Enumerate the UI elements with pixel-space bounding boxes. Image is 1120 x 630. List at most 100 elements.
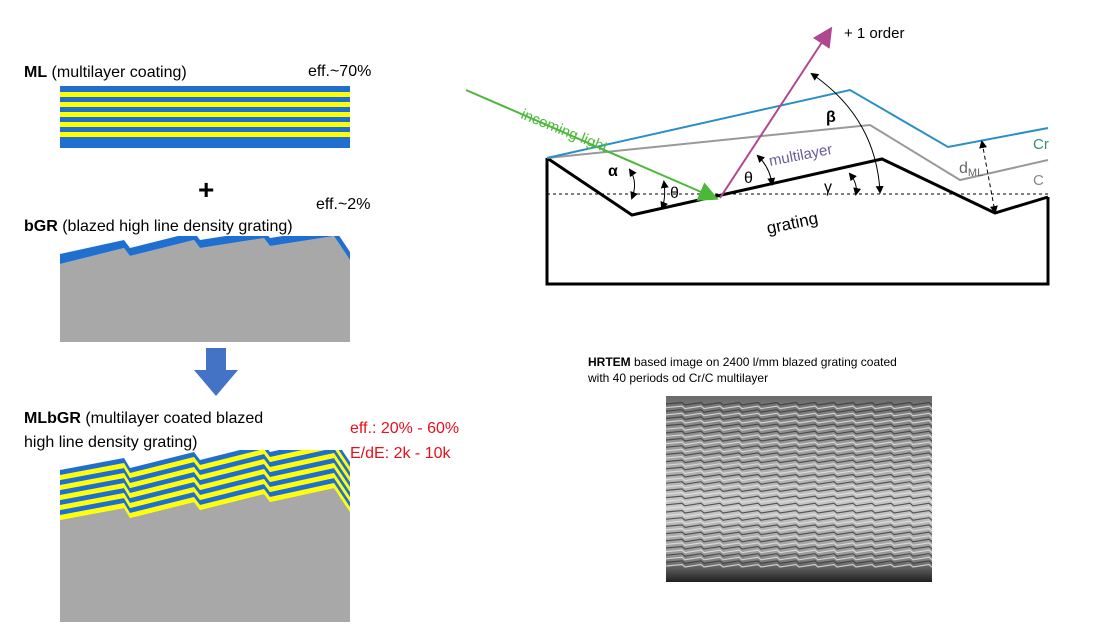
hrtem-layer-line — [666, 524, 932, 529]
ml-name: ML — [24, 64, 48, 81]
hrtem-layer-line — [666, 553, 932, 557]
hrtem-caption: HRTEM based image on 2400 l/mm blazed gr… — [588, 354, 918, 386]
hrtem-layer-line — [666, 499, 932, 503]
incoming-light-ray — [465, 89, 719, 201]
diffracted-ray — [719, 26, 833, 199]
alpha-label: α — [608, 163, 618, 180]
theta2-arc — [756, 154, 776, 186]
bgr-efficiency: eff.~2% — [316, 196, 371, 213]
bgr-name: bGR — [24, 218, 58, 235]
coating-band-6 — [60, 458, 350, 495]
hrtem-layer-line — [666, 513, 932, 518]
mlbgr-desc-1: (multilayer coated blazed — [80, 410, 264, 427]
hrtem-layer-line — [666, 549, 932, 554]
hrtem-layer-line — [666, 445, 932, 449]
hrtem-layer-line — [666, 466, 932, 471]
grating-body — [545, 158, 1050, 286]
hrtem-layer-line — [666, 441, 932, 446]
hrtem-layer-line — [666, 470, 932, 475]
coated-grating-substrate — [60, 488, 350, 622]
ml-label: ML (multilayer coating) — [24, 62, 187, 84]
hrtem-layer-line — [666, 556, 932, 561]
hrtem-text: based image on 2400 l/mm blazed grating … — [588, 355, 897, 385]
coating-band-3 — [60, 473, 350, 510]
hrtem-layers — [666, 401, 932, 568]
hrtem-layer-line — [666, 542, 932, 547]
hrtem-bold: HRTEM — [588, 355, 631, 369]
bgr-label: bGR (blazed high line density grating) — [24, 216, 293, 238]
hrtem-layer-line — [666, 535, 932, 539]
hrtem-layer-line — [666, 401, 932, 406]
hrtem-layer-line — [666, 405, 932, 410]
hrtem-layer-line — [666, 531, 932, 536]
ml-yellow-layer-2 — [60, 102, 350, 107]
hrtem-layer-line — [666, 502, 932, 507]
incoming-light-label: incoming light — [519, 106, 611, 156]
theta2-label: θ — [744, 170, 753, 187]
multilayer-coated-grating — [60, 450, 350, 622]
hrtem-layer-line — [666, 434, 932, 439]
hrtem-layer-line — [666, 484, 932, 489]
alpha-arc — [628, 168, 638, 200]
multilayer-stripes — [60, 86, 350, 148]
hrtem-layer-line — [666, 455, 932, 460]
multilayer-c-line — [546, 123, 1049, 182]
hrtem-layer-line — [666, 412, 932, 417]
hrtem-layer-line — [666, 563, 932, 568]
grating-coating — [60, 236, 350, 264]
hrtem-image — [666, 396, 932, 582]
ml-efficiency: eff.~70% — [308, 63, 372, 80]
mlbgr-efficiency: eff.: 20% - 60% — [350, 420, 460, 437]
ml-yellow-layer-1 — [60, 92, 350, 97]
coating-band-2 — [60, 478, 350, 515]
c-label: C — [1033, 172, 1044, 189]
hrtem-layer-line — [666, 517, 932, 521]
coating-band-9 — [60, 450, 350, 480]
mlbgr-label: MLbGR (multilayer coated blazed high lin… — [24, 408, 263, 454]
hrtem-layer-line — [666, 527, 932, 532]
coating-band-10 — [60, 450, 350, 475]
hrtem-layer-line — [666, 448, 932, 453]
hrtem-layer-line — [666, 488, 932, 493]
hrtem-layer-line — [666, 538, 932, 543]
dml-label: dML — [959, 160, 983, 179]
hrtem-layer-line — [666, 560, 932, 565]
theta1-arc — [660, 180, 669, 210]
mlbgr-name: MLbGR — [24, 410, 81, 427]
grating-label: grating — [765, 209, 820, 238]
mlbgr-desc-2: high line density grating) — [24, 434, 198, 451]
hrtem-layer-line — [666, 437, 932, 442]
hrtem-layer-line — [666, 419, 932, 424]
down-arrow-icon — [194, 348, 238, 396]
hrtem-layer-line — [666, 481, 932, 485]
order-label: + 1 order — [844, 25, 904, 42]
cr-label: Cr — [1033, 136, 1049, 153]
grating-geometry-diagram: incoming light + 1 order multilayer grat… — [465, 25, 1050, 286]
gamma-arc — [848, 172, 862, 196]
hrtem-layer-line — [666, 477, 932, 482]
multilayer-cr-line — [546, 88, 1049, 159]
coating-band-7 — [60, 453, 350, 490]
plus-sign: + — [198, 174, 215, 205]
ml-yellow-layer-5 — [60, 132, 350, 137]
ml-desc: (multilayer coating) — [47, 64, 187, 81]
multilayer-label: multilayer — [768, 141, 834, 170]
hrtem-layer-line — [666, 416, 932, 421]
coating-band-1 — [60, 483, 350, 520]
dml-arrow — [979, 140, 998, 214]
ml-yellow-layer-4 — [60, 122, 350, 127]
hrtem-layer-line — [666, 452, 932, 457]
hrtem-layer-line — [666, 491, 932, 496]
theta1-label: θ — [670, 185, 679, 202]
beta-label: β — [826, 109, 836, 126]
blazed-grating — [60, 236, 350, 342]
beta-arc — [810, 72, 884, 194]
hrtem-layer-line — [666, 473, 932, 478]
coating-band-4 — [60, 468, 350, 505]
gamma-label: γ — [824, 179, 832, 196]
hrtem-layer-line — [666, 430, 932, 435]
coating-band-8 — [60, 450, 350, 485]
hrtem-layer-line — [666, 506, 932, 511]
hrtem-layer-line — [666, 459, 932, 464]
grating-substrate — [60, 236, 350, 342]
